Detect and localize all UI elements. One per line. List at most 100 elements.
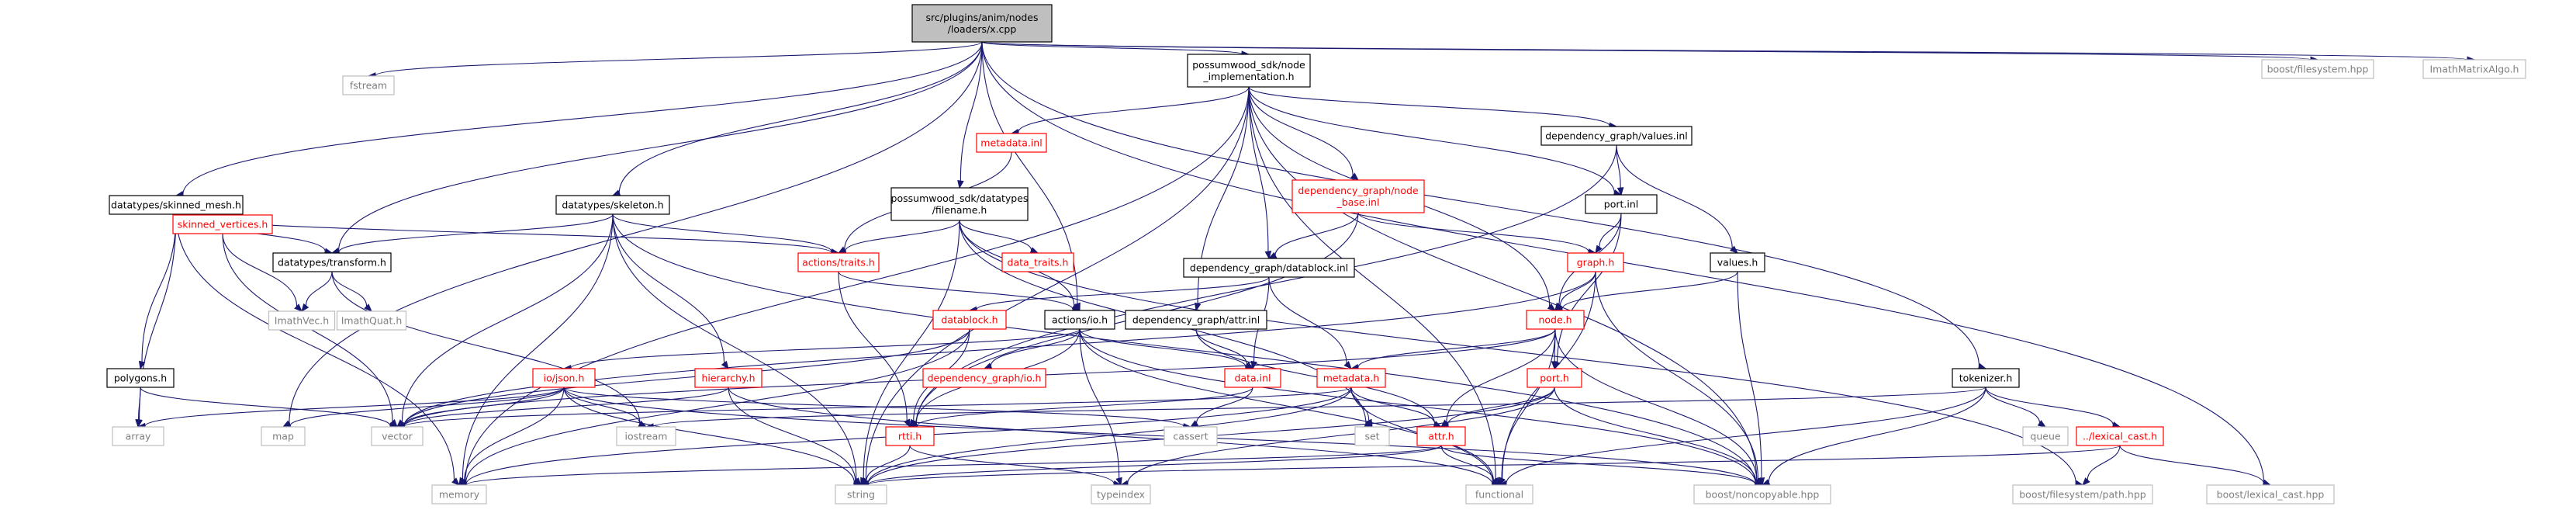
node-rtti-h[interactable]: rtti.h [885,426,935,446]
node-x-cpp[interactable]: src/plugins/anim/nodes/loaders/x.cpp [911,4,1053,43]
node-io-json-h[interactable]: io/json.h [532,368,596,388]
node-dependency-graph-node-base[interactable]: dependency_graph/node_base.inl [1291,179,1425,213]
node-dependency-graph-datablock-inl[interactable]: dependency_graph/datablock.inl [1183,258,1355,278]
edge-arrowhead [957,179,964,189]
node-node-h[interactable]: node.h [1526,310,1585,330]
edge-arrowhead [904,418,911,428]
edge-line [981,41,2468,61]
node-box [371,426,424,446]
node-box [342,75,395,95]
node-port-h[interactable]: port.h [1527,368,1582,388]
edge-line [403,387,565,426]
edge-line [563,387,855,484]
edge-datatypes-skeleton-h-to-datatypes-transform-h [330,213,614,255]
node-datatypes-transform-h[interactable]: datatypes/transform.h [272,252,392,272]
edge-line [338,213,614,253]
edge-line [612,213,857,480]
node-label: set [1364,431,1379,442]
node-label: data_traits.h [1008,257,1069,269]
node-label: datatypes/skeleton.h [562,199,663,211]
edge-datatypes-skeleton-h-to-actions-traits-h [612,213,840,255]
node-boost-noncopyable-hpp: boost/noncopyable.hpp [1693,484,1831,504]
edge-line [618,41,983,193]
node-label: rtti.h [898,431,921,442]
node-hierarchy-h[interactable]: hierarchy.h [694,368,762,388]
node-label: string [847,489,875,501]
edge-line [464,387,565,480]
node-graph-h[interactable]: graph.h [1567,252,1624,272]
edge-rtti-h-to-typeindex [909,445,1122,487]
edge-possumwood-sdk-node-implementation-to-memory [458,86,1250,486]
node-label: tokenizer.h [1959,373,2013,384]
edge-arrowhead [852,477,863,486]
edge-line [403,271,1596,426]
node-metadata-inl[interactable]: metadata.inl [976,133,1047,153]
node-attr-h[interactable]: attr.h [1416,426,1466,446]
edge-line [289,387,565,426]
node-data-inl[interactable]: data.inl [1224,368,1281,388]
node-box [172,214,273,234]
node-possumwood-sdk-node-implementation[interactable]: possumwood_sdk/node_implementation.h [1187,54,1311,88]
node-port-inl[interactable]: port.inl [1585,194,1658,214]
node-datatypes-skeleton-h[interactable]: datatypes/skeleton.h [555,195,670,215]
edge-arrowhead [1491,478,1501,486]
edge-line [959,220,1032,251]
node-box [431,484,487,504]
node-box [555,195,670,215]
edge-line [375,41,983,76]
edge-arrowhead [1551,361,1558,370]
edge-line [2119,445,2264,484]
node-possumwood-sdk-datatypes-filename[interactable]: possumwood_sdk/datatypes/filename.h [890,187,1029,221]
node-skinned-vertices-h[interactable]: skinned_vertices.h [172,214,273,234]
edge-dependency-graph-node-base-to-graph-h [1357,212,1597,255]
edge-line [1274,212,1359,255]
node-metadata-h[interactable]: metadata.h [1316,368,1386,388]
node-box [1416,426,1466,446]
edge-dependency-graph-values-inl-to-values-h [1616,144,1739,254]
edge-arrowhead [1115,477,1122,487]
node-actions-traits-h[interactable]: actions/traits.h [797,252,880,272]
edge-line [1350,387,1436,425]
node-box [1125,310,1267,330]
node-label: skinned_vertices.h [178,219,268,231]
node-box [1540,126,1693,146]
edge-line [981,41,1980,367]
edge-arrowhead [2082,477,2090,486]
node-label: ImathVec.h [275,315,329,327]
edge-line [1554,328,1758,481]
node-values-h[interactable]: values.h [1710,252,1765,272]
edge-actions-io-h-to-typeindex [1079,328,1122,487]
node-box [1527,368,1582,388]
node-polygons-h[interactable]: polygons.h [106,368,175,388]
edge-data-inl-to-rtti-h [908,387,1253,430]
node-cassert: cassert [1164,426,1218,446]
node-lexical-cast-h[interactable]: ../lexical_cast.h [2076,426,2164,446]
edge-port-inl-to-port-h [1554,213,1622,370]
edge-line [1268,276,1347,364]
edge-line [959,220,2076,484]
edge-arrowhead [135,419,142,428]
node-label: datatypes/skinned_mesh.h [111,199,241,211]
node-datablock-h[interactable]: datablock.h [932,310,1007,330]
node-actions-io-h[interactable]: actions/io.h [1044,310,1115,330]
edge-arrowhead [1616,187,1624,196]
node-tokenizer-h[interactable]: tokenizer.h [1952,368,2020,388]
edge-line [222,233,298,307]
node-datatypes-skinned-mesh-h[interactable]: datatypes/skinned_mesh.h [109,195,244,215]
edge-x-cpp-to-possumwood-sdk-datatypes-filename [957,41,983,189]
edge-line [1248,86,1610,127]
node-dependency-graph-io-h[interactable]: dependency_graph/io.h [922,368,1046,388]
node-boost-lexical-cast-hpp: boost/lexical_cast.hpp [2206,484,2335,504]
edge-arrowhead [1350,172,1360,181]
node-data-traits-h[interactable]: data_traits.h [1001,252,1074,272]
node-map: map [261,426,306,446]
edge-line [403,328,970,426]
edge-arrowhead [1499,477,1506,487]
node-dependency-graph-attr-inl[interactable]: dependency_graph/attr.inl [1125,310,1267,330]
node-box [2076,426,2164,446]
edge-line [960,41,983,182]
node-box [1091,484,1151,504]
node-dependency-graph-values-inl[interactable]: dependency_graph/values.inl [1540,126,1693,146]
edge-line [465,328,970,484]
edge-values-h-to-boost-noncopyable-hpp [1737,271,1765,487]
